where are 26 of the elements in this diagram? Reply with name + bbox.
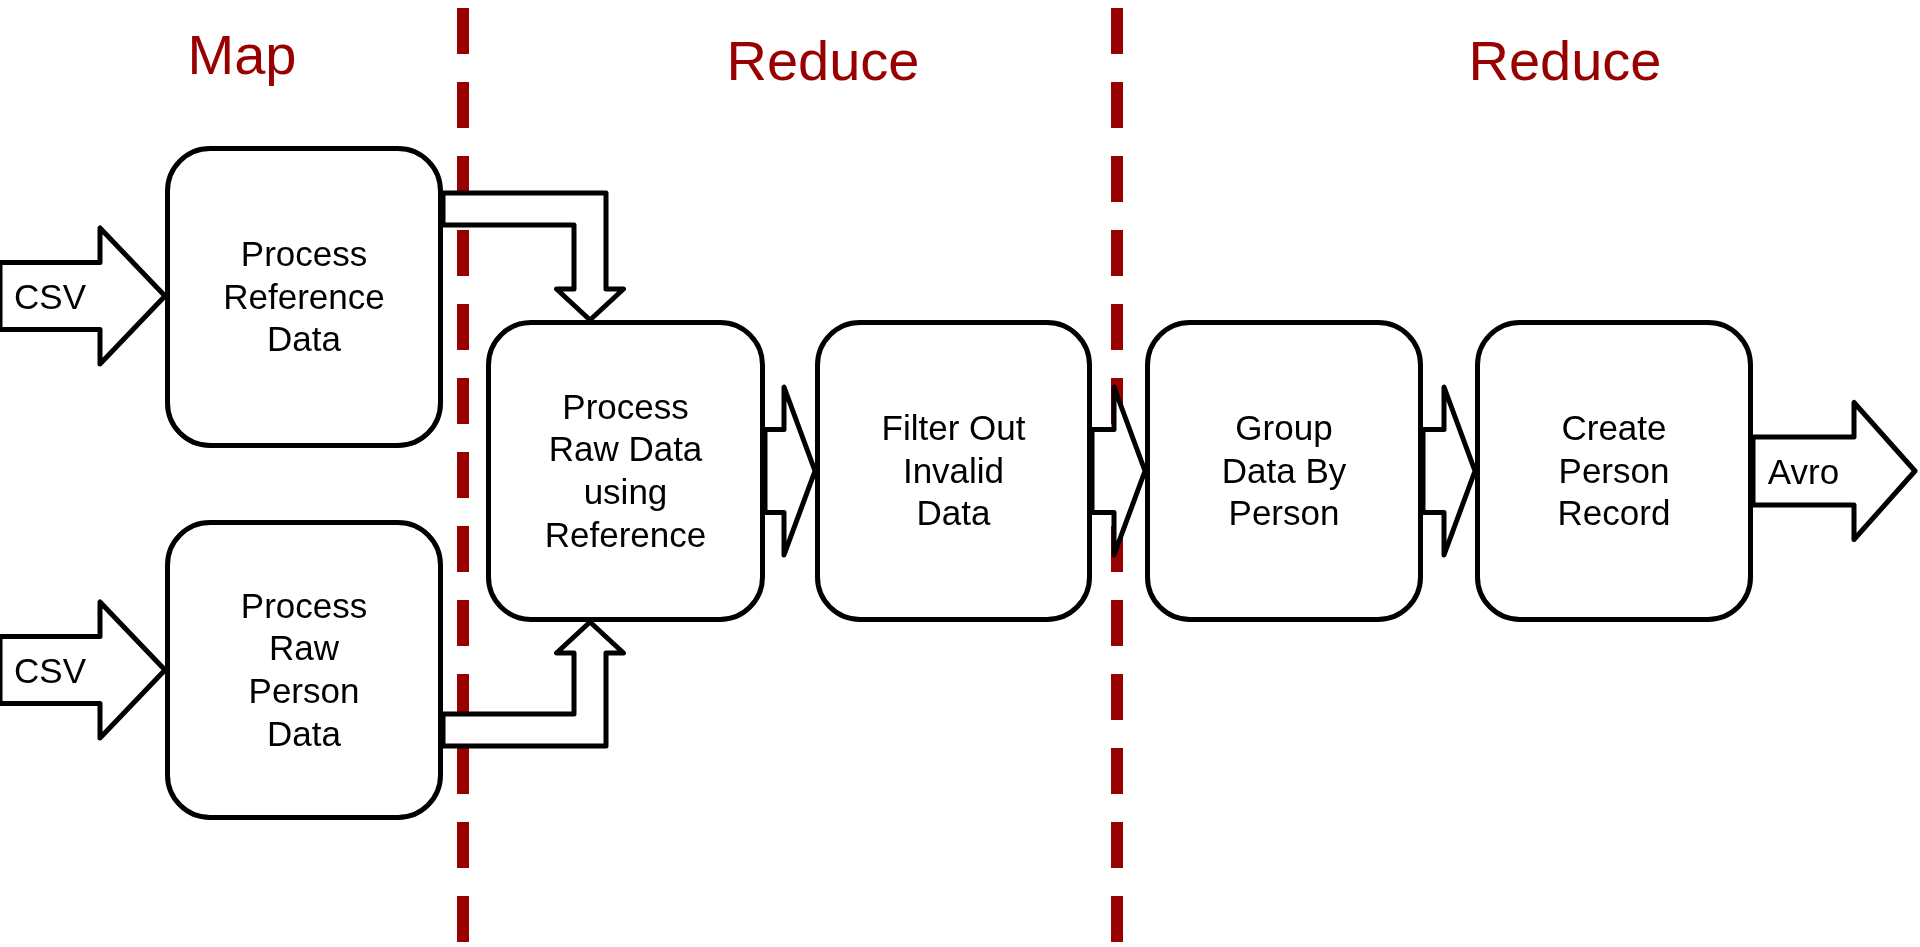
block-arrow — [1089, 384, 1148, 558]
block-arrow — [440, 619, 626, 749]
box-text: Process Raw Data using Reference — [543, 385, 708, 556]
edge-label: CSV — [14, 278, 86, 314]
box-text: Process Raw Person Data — [239, 584, 369, 755]
process-box — [1475, 320, 1753, 622]
block-arrow — [0, 225, 168, 367]
box-text: Filter Out Invalid Data — [880, 406, 1027, 535]
block-arrow — [440, 190, 626, 323]
box-text: Create Person Record — [1556, 406, 1672, 535]
box-text: Process Reference Data — [222, 232, 386, 361]
process-box — [486, 320, 765, 622]
block-arrow — [1420, 384, 1478, 558]
process-box — [815, 320, 1092, 622]
box-text: Group Data By Person — [1220, 406, 1348, 535]
process-box — [1145, 320, 1423, 622]
phase-heading: Map — [187, 22, 297, 87]
edge-label: Avro — [1767, 453, 1840, 489]
block-arrow — [1750, 400, 1918, 542]
phase-heading: Reduce — [726, 28, 920, 93]
process-box — [165, 146, 443, 448]
block-arrow — [0, 599, 168, 741]
phase-heading: Reduce — [1468, 28, 1662, 93]
block-arrow — [762, 384, 818, 558]
edge-label: CSV — [14, 652, 86, 688]
process-box — [165, 520, 443, 820]
